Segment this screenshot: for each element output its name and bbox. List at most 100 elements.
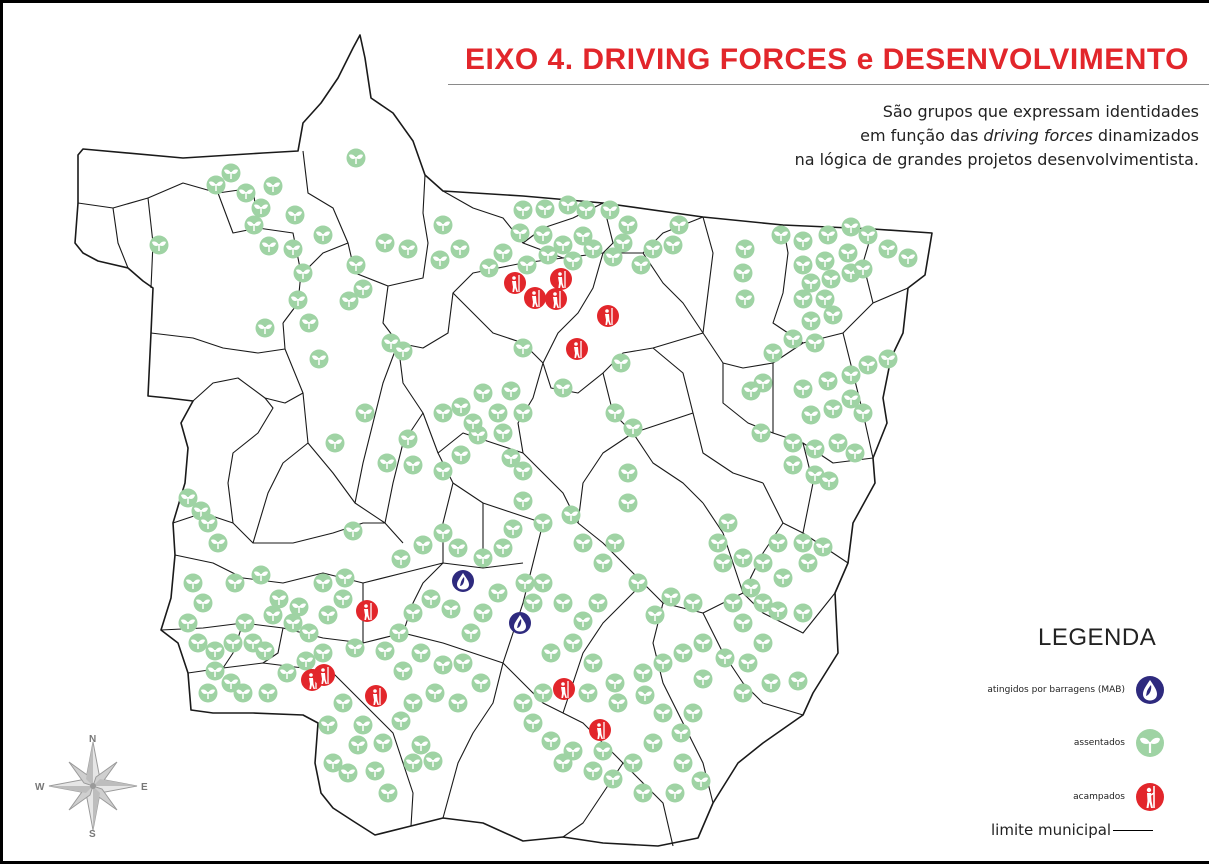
sprout-icon	[751, 423, 771, 443]
sprout-icon	[576, 200, 596, 220]
sprout-icon	[805, 333, 825, 353]
sprout-icon	[283, 239, 303, 259]
municipal-limits	[77, 150, 909, 847]
sprout-icon	[451, 445, 471, 465]
sprout-icon	[451, 397, 471, 417]
title-divider	[448, 84, 1209, 85]
sprout-icon	[683, 703, 703, 723]
sprout-icon	[828, 433, 848, 453]
sprout-icon	[563, 251, 583, 271]
sprout-icon	[605, 673, 625, 693]
sprout-icon	[663, 235, 683, 255]
compass-west: W	[35, 782, 45, 793]
compass-east: E	[141, 782, 148, 793]
sprout-icon	[346, 148, 366, 168]
sprout-icon	[403, 455, 423, 475]
sprout-icon	[673, 753, 693, 773]
sprout-icon	[583, 761, 603, 781]
sprout-icon	[463, 413, 483, 433]
sprout-icon	[223, 633, 243, 653]
sprout-icon	[488, 583, 508, 603]
sprout-icon	[403, 693, 423, 713]
sprout-icon	[263, 605, 283, 625]
sprout-icon	[541, 731, 561, 751]
sprout-icon	[841, 365, 861, 385]
sprout-icon	[205, 661, 225, 681]
sprout-icon	[815, 289, 835, 309]
sprout-icon	[623, 418, 643, 438]
sprout-icon	[375, 233, 395, 253]
sprout-icon	[355, 403, 375, 423]
sprout-icon	[671, 723, 691, 743]
sprout-icon	[283, 613, 303, 633]
sprout-icon	[801, 311, 821, 331]
legend-item-municipal-limit: limite municipal	[991, 821, 1154, 839]
map-title: EIXO 4. DRIVING FORCES e DESENVOLVIMENTO	[465, 43, 1190, 76]
legend-label: limite municipal	[991, 821, 1112, 839]
sprout-icon	[783, 455, 803, 475]
sprout-icon	[450, 239, 470, 259]
sprout-icon	[378, 783, 398, 803]
sprout-icon	[823, 305, 843, 325]
mato-grosso-map	[74, 34, 933, 847]
sprout-icon	[593, 553, 613, 573]
sprout-icon	[643, 239, 663, 259]
sprout-icon	[733, 263, 753, 283]
drop-icon	[509, 612, 531, 634]
sprout-icon	[471, 673, 491, 693]
sprout-icon	[763, 343, 783, 363]
sprout-icon	[453, 653, 473, 673]
sprout-icon	[178, 613, 198, 633]
sprout-icon	[753, 633, 773, 653]
sprout-icon	[149, 235, 169, 255]
sprout-icon	[448, 693, 468, 713]
sprout-icon	[377, 453, 397, 473]
sprout-icon	[251, 565, 271, 585]
sprout-icon	[783, 329, 803, 349]
sprout-icon	[513, 461, 533, 481]
sprout-icon	[838, 243, 858, 263]
sprout-icon	[398, 429, 418, 449]
sprout-icon	[603, 247, 623, 267]
person-icon	[589, 719, 611, 741]
sprout-icon	[805, 439, 825, 459]
sprout-icon	[669, 215, 689, 235]
sprout-icon	[533, 513, 553, 533]
sprout-icon	[1136, 729, 1164, 757]
sprout-icon	[611, 353, 631, 373]
sprout-icon	[541, 643, 561, 663]
description-line-3: na lógica de grandes projetos desenvolvi…	[794, 150, 1199, 169]
sprout-icon	[421, 589, 441, 609]
sprout-icon	[801, 405, 821, 425]
compass-rose-icon: N S E W	[35, 734, 148, 840]
sprout-icon	[628, 573, 648, 593]
description-line-1: São grupos que expressam identidades	[882, 102, 1199, 121]
sprout-icon	[761, 673, 781, 693]
sprout-icon	[813, 537, 833, 557]
sprout-icon	[353, 715, 373, 735]
person-icon	[365, 685, 387, 707]
sprout-icon	[553, 593, 573, 613]
sprout-icon	[513, 338, 533, 358]
sprout-icon	[801, 273, 821, 293]
sprout-icon	[773, 568, 793, 588]
person-icon	[524, 287, 546, 309]
sprout-icon	[793, 255, 813, 275]
sprout-icon	[735, 239, 755, 259]
sprout-icon	[493, 423, 513, 443]
acampados-markers	[301, 268, 619, 741]
sprout-icon	[335, 568, 355, 588]
assentados-markers	[149, 148, 918, 803]
sprout-icon	[343, 521, 363, 541]
sprout-icon	[635, 685, 655, 705]
sprout-icon	[853, 259, 873, 279]
sprout-icon	[269, 589, 289, 609]
sprout-icon	[391, 549, 411, 569]
sprout-icon	[793, 231, 813, 251]
person-icon	[550, 268, 572, 290]
sprout-icon	[583, 239, 603, 259]
sprout-icon	[313, 643, 333, 663]
sprout-icon	[768, 533, 788, 553]
sprout-icon	[798, 553, 818, 573]
sprout-icon	[411, 643, 431, 663]
